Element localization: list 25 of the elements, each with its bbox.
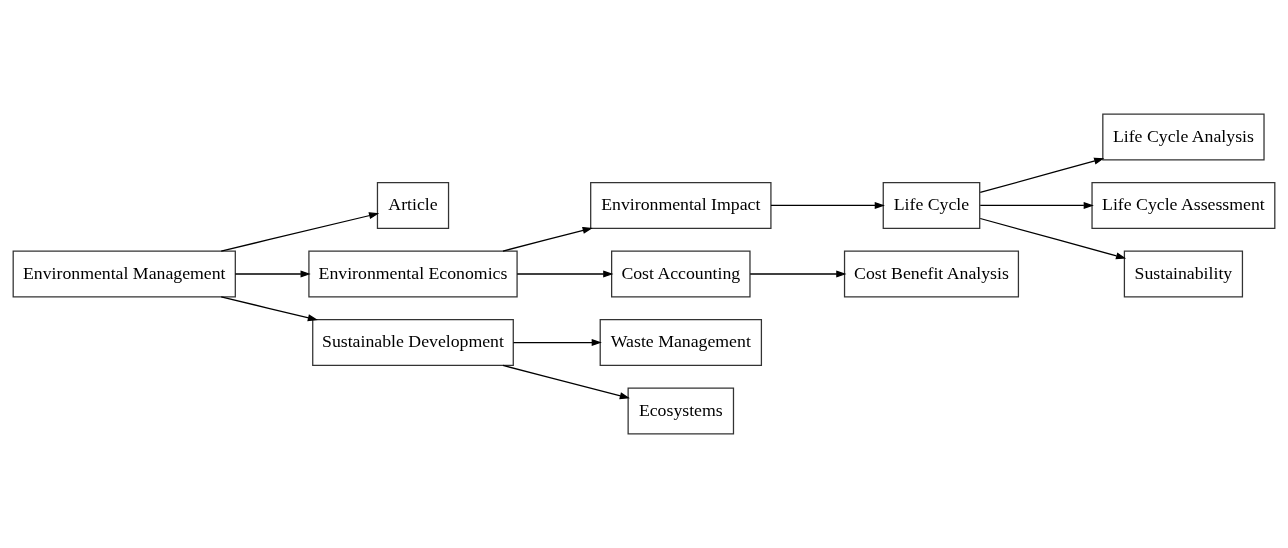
arrow (234, 270, 311, 278)
node-box: Waste Management (599, 319, 763, 366)
node-box: Ecosystems (627, 387, 735, 435)
node-box: Cost Accounting (611, 250, 751, 298)
arrow (220, 212, 380, 252)
node-box: Cost Benefit Analysis (843, 250, 1020, 298)
arrow (749, 270, 847, 278)
node-box: Life Cycle Assessment (1091, 182, 1276, 229)
arrow (979, 157, 1105, 194)
node-box: Environmental Impact (590, 182, 772, 229)
arrow (220, 296, 318, 322)
arrow (770, 201, 885, 210)
arrow (979, 217, 1127, 260)
node-box: Environmental Management (12, 250, 236, 298)
node-box: Sustainable Development (312, 319, 514, 366)
node-box: Life Cycle Analysis (1102, 113, 1265, 161)
arrow (512, 338, 602, 347)
node-box: Environmental Economics (308, 250, 518, 298)
arrow (516, 270, 614, 278)
arrow (502, 227, 593, 252)
arrow (502, 364, 630, 400)
node-box: Life Cycle (882, 182, 981, 229)
node-box: Sustainability (1123, 250, 1244, 298)
node-box: Article (376, 182, 450, 229)
arrow (979, 201, 1094, 210)
